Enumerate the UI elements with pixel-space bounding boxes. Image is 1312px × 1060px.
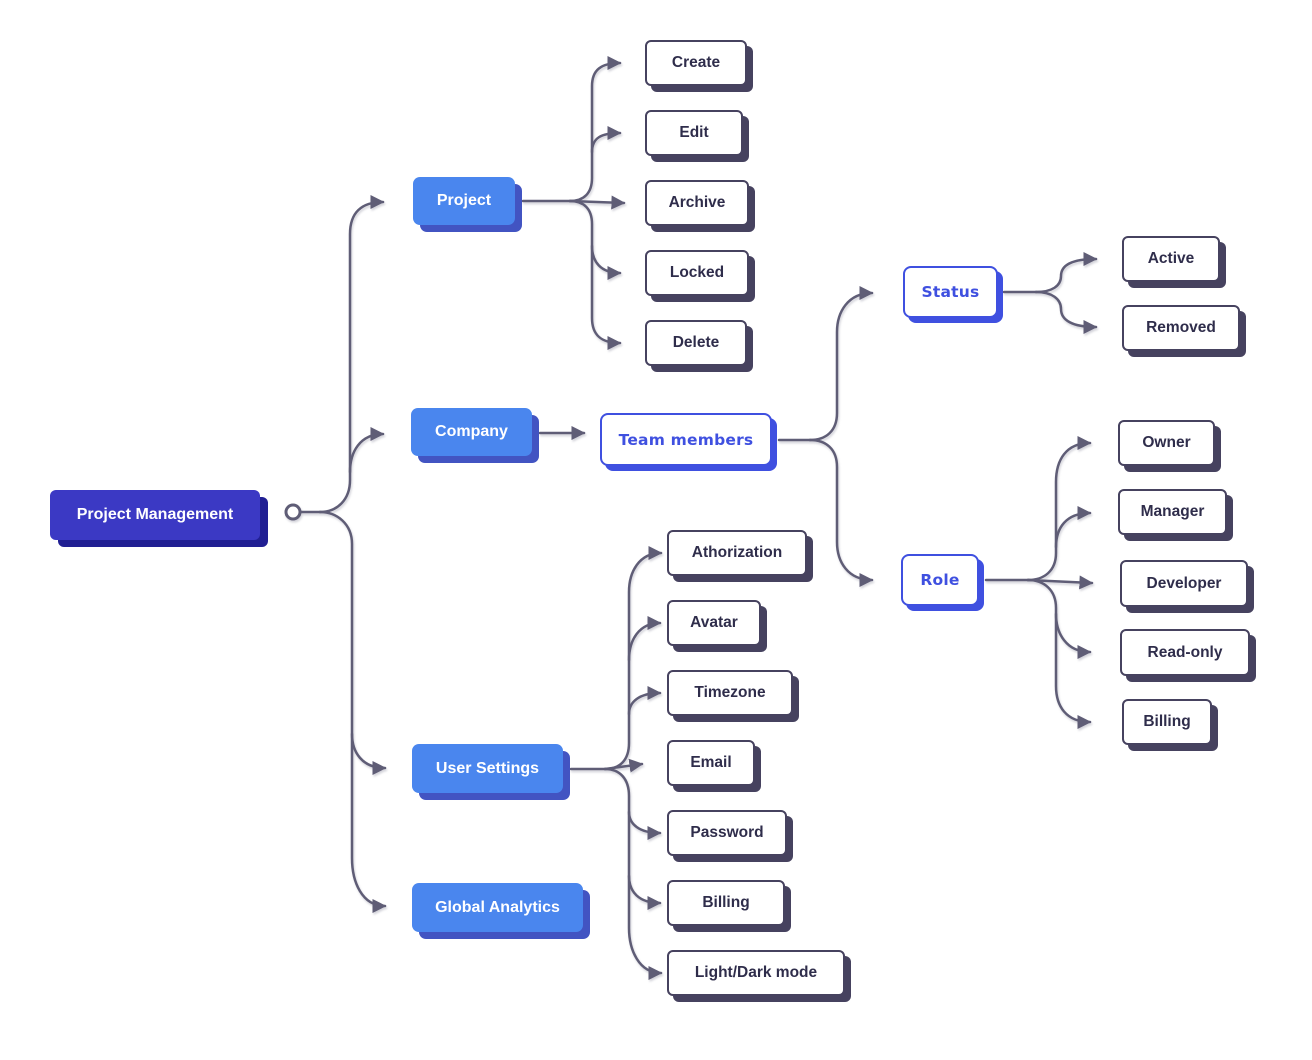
edge-role-manager: [1054, 506, 1092, 549]
edge-root-company: [348, 427, 385, 474]
node-athorization[interactable]: Athorization: [667, 530, 807, 576]
node-global-analytics[interactable]: Global Analytics: [412, 883, 583, 932]
node-email[interactable]: Email: [667, 740, 755, 786]
node-timezone[interactable]: Timezone: [667, 670, 793, 716]
edge-project-locked: [590, 244, 622, 280]
node-role[interactable]: Role: [901, 554, 979, 606]
node-active[interactable]: Active: [1122, 236, 1220, 282]
node-password[interactable]: Password: [667, 810, 787, 856]
node-project-management[interactable]: Project Management: [50, 490, 260, 540]
node-create[interactable]: Create: [645, 40, 747, 86]
edge-usersettings-avatar: [627, 616, 662, 662]
edge-role-readonly: [1054, 612, 1092, 659]
edge-usersettings-email: [603, 758, 644, 773]
edge-usersettings-timezone: [627, 686, 662, 716]
node-owner[interactable]: Owner: [1118, 420, 1215, 466]
edge-usersettings-password: [627, 810, 662, 840]
node-billing-settings[interactable]: Billing: [667, 880, 785, 926]
node-status[interactable]: Status: [903, 266, 998, 318]
edge-project-create: [568, 56, 622, 203]
edge-root-project: [318, 195, 385, 514]
edge-status-active: [1034, 252, 1098, 294]
node-manager[interactable]: Manager: [1118, 489, 1227, 535]
node-project[interactable]: Project: [413, 177, 515, 225]
edge-project-edit: [590, 126, 622, 154]
node-avatar[interactable]: Avatar: [667, 600, 761, 646]
node-team-members[interactable]: Team members: [600, 413, 772, 466]
edge-role-billing: [1026, 578, 1092, 729]
node-developer[interactable]: Developer: [1120, 560, 1248, 607]
edge-usersettings-athorization: [603, 546, 663, 771]
edge-role-owner: [1026, 436, 1092, 582]
node-removed[interactable]: Removed: [1122, 305, 1240, 351]
node-read-only[interactable]: Read-only: [1120, 629, 1250, 676]
node-company[interactable]: Company: [411, 408, 532, 456]
edge-teammembers-status: [808, 286, 874, 442]
edge-project-delete: [568, 199, 622, 350]
node-delete[interactable]: Delete: [645, 320, 747, 366]
edge-status-removed: [1034, 290, 1098, 334]
edge-usersettings-lightdark: [603, 767, 663, 980]
node-archive[interactable]: Archive: [645, 180, 749, 226]
node-locked[interactable]: Locked: [645, 250, 749, 296]
node-billing-role[interactable]: Billing: [1122, 699, 1212, 745]
edge-usersettings-billing: [627, 874, 662, 910]
node-light-dark-mode[interactable]: Light/Dark mode: [667, 950, 845, 996]
root-collapse-handle: [284, 503, 302, 521]
edge-root-globalanalytics: [318, 510, 387, 913]
node-edit[interactable]: Edit: [645, 110, 743, 156]
edge-root-usersettings: [350, 732, 387, 775]
node-user-settings[interactable]: User Settings: [412, 744, 563, 793]
edge-teammembers-role: [808, 438, 874, 587]
